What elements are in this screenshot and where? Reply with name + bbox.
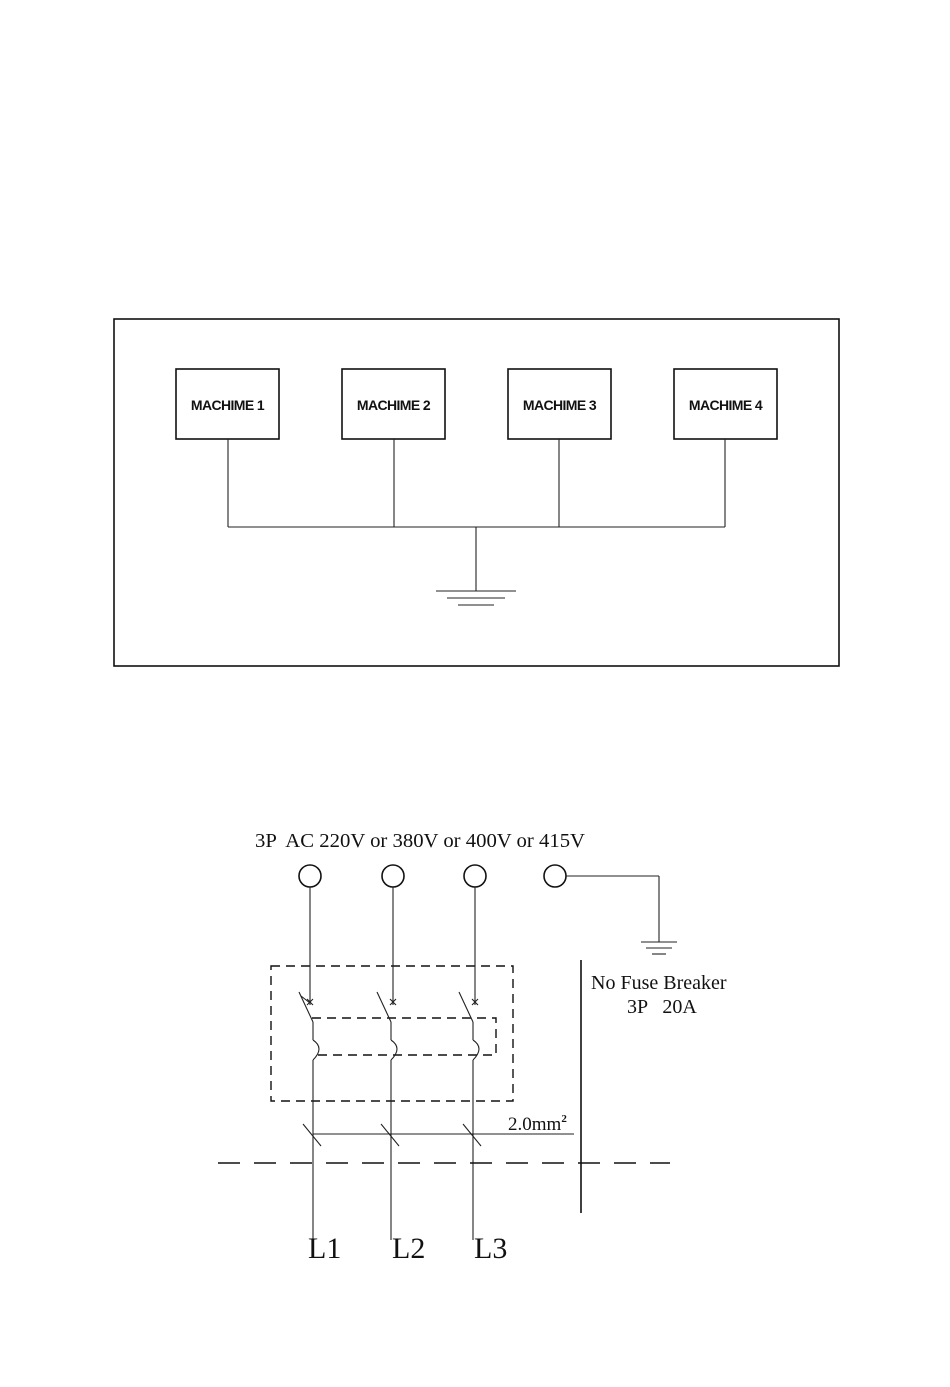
phase-label-l2: L2	[392, 1232, 425, 1265]
breaker-rating: 3P 20A	[627, 996, 697, 1018]
ground-lead	[566, 876, 659, 942]
ground-bus	[228, 439, 725, 591]
breaker-title: No Fuse Breaker	[591, 972, 727, 994]
machine-box-1: MACHIME 1	[176, 369, 279, 439]
machine-box-3: MACHIME 3	[508, 369, 611, 439]
terminal-l2-icon	[382, 865, 404, 887]
terminal-l3-icon	[464, 865, 486, 887]
wire-size-superscript: 2	[561, 1113, 567, 1125]
wiring-diagram: 3P AC 220V or 380V or 400V or 415V	[218, 830, 727, 1265]
machine-label-4: MACHIME 4	[689, 397, 763, 413]
machine-box-4: MACHIME 4	[674, 369, 777, 439]
terminal-icons	[299, 865, 566, 887]
ground-symbol-icon	[641, 942, 677, 954]
wire-size-value: 2.0mm	[508, 1114, 562, 1135]
phase-line-l1	[299, 887, 319, 1240]
outer-frame	[114, 319, 839, 666]
machine-box-2: MACHIME 2	[342, 369, 445, 439]
phase-line-l2	[377, 887, 397, 1240]
phase-label-l3: L3	[474, 1232, 507, 1265]
machine-label-1: MACHIME 1	[191, 397, 265, 413]
grounding-diagram: MACHIME 1 MACHIME 2 MACHIME 3 MACHIME 4	[114, 319, 839, 666]
machine-label-2: MACHIME 2	[357, 397, 431, 413]
wire-size-label: 2.0mm2	[508, 1113, 567, 1135]
supply-voltage-label: 3P AC 220V or 380V or 400V or 415V	[255, 830, 586, 852]
terminal-ground-icon	[544, 865, 566, 887]
phase-line-l3	[459, 887, 479, 1240]
machine-label-3: MACHIME 3	[523, 397, 597, 413]
ground-symbol-icon	[436, 591, 516, 605]
breaker-trip-link	[312, 1018, 496, 1055]
terminal-l1-icon	[299, 865, 321, 887]
phase-label-l1: L1	[308, 1232, 341, 1265]
breaker-enclosure	[271, 966, 513, 1101]
